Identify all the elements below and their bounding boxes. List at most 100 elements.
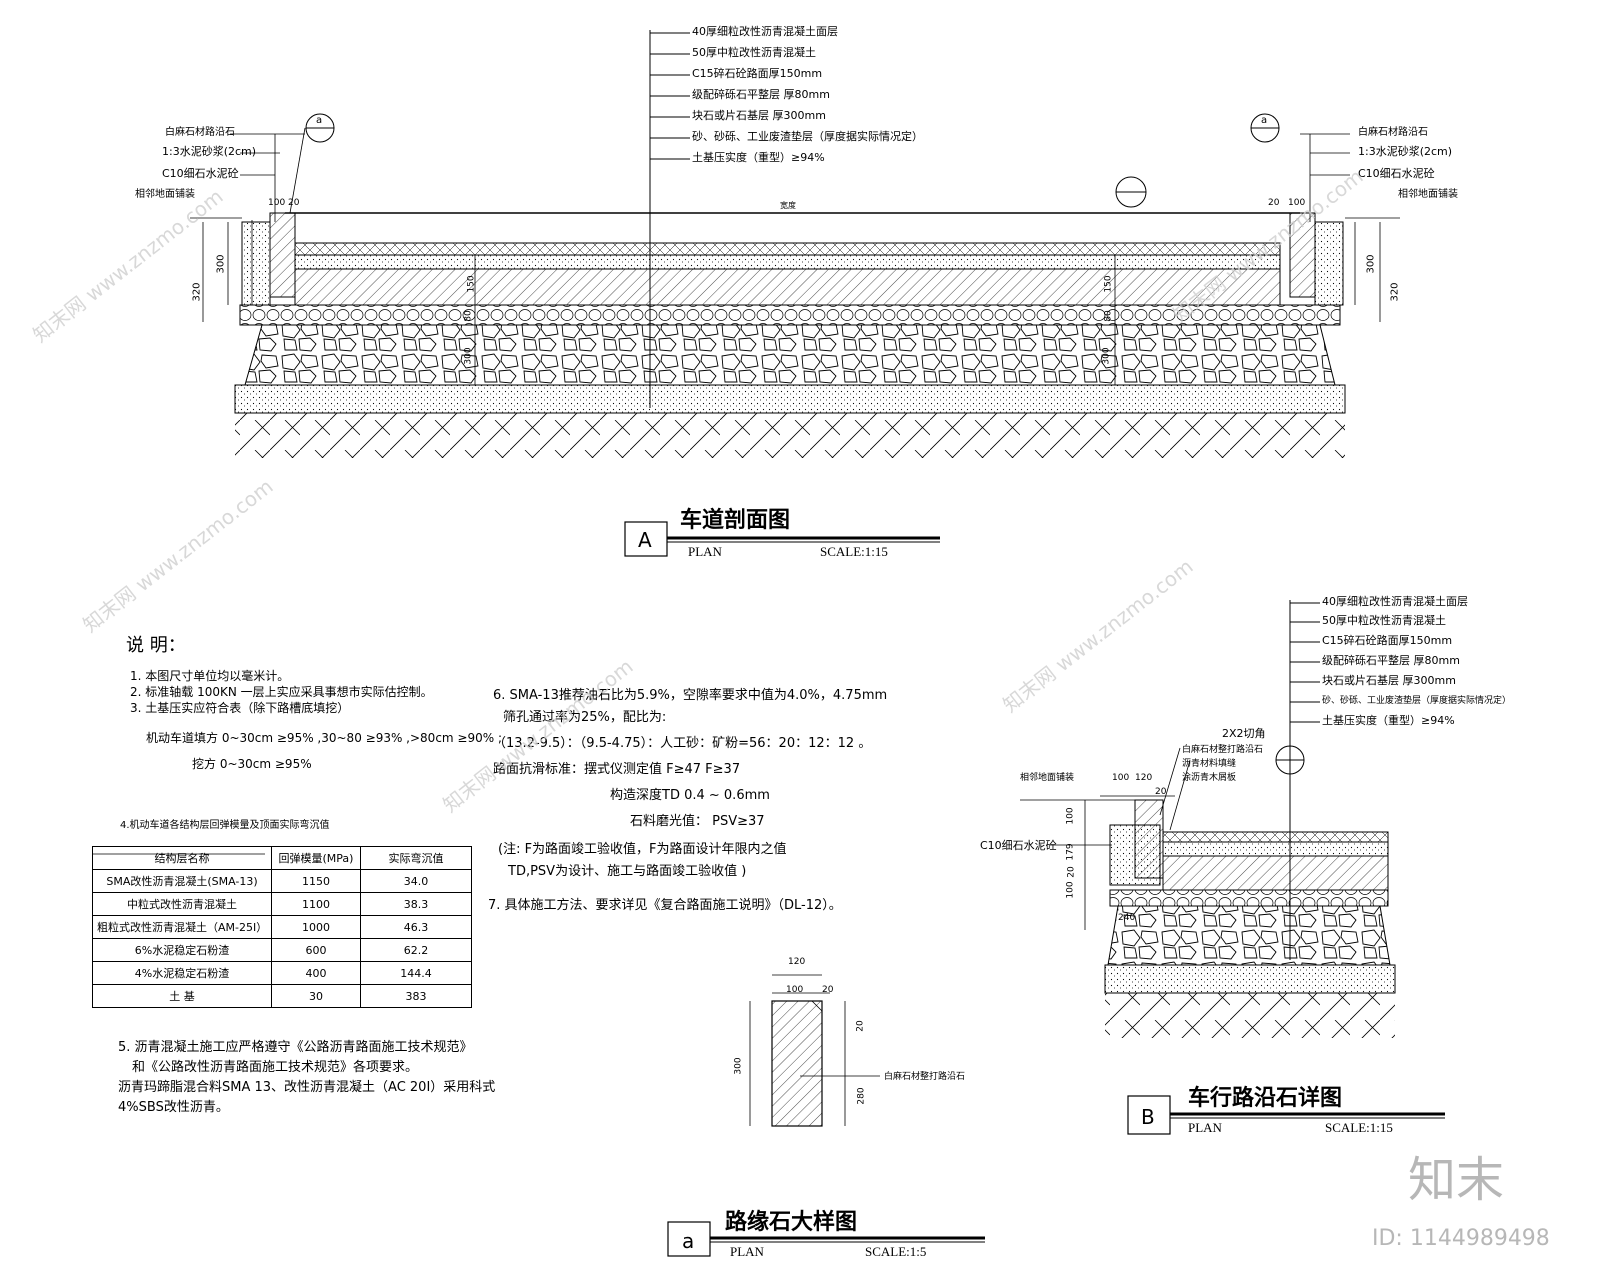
section-a-scale: SCALE:1:15 [820,544,888,559]
note-6-6: 石料磨光值： PSV≥37 [630,814,765,829]
b-layer-1: 40厚细粒改性沥青混凝土面层 [1322,595,1468,608]
layer-c15 [294,268,1281,306]
right-curb-label-2: 1:3水泥砂浆(2cm) [1358,145,1453,158]
detail-a-label: 白麻石材整打路沿石 [884,1072,966,1082]
table-cell: 1100 [271,892,361,916]
detail-a-dim-w1: 100 [786,985,804,995]
detail-a-plan: PLAN [730,1244,764,1259]
detail-a-dim-h: 300 [733,1057,744,1075]
layer-label-1: 40厚细粒改性沥青混凝土面层 [692,25,838,38]
brand-logo: 知末 [1408,1152,1505,1208]
layer-label-6: 砂、砂砾、工业废渣垫层（厚度据实际情况定） [692,130,923,143]
dim-top-left-a: 100 [268,198,286,208]
table-row: 中粒式改性沥青混凝土 1100 38.3 [92,892,472,916]
detail-a-dim-r: 20 [855,1020,866,1032]
note-6-1: 6. SMA-13推荐油石比为5.9%，空隙率要求中值为4.0%，4.75mm [493,688,888,703]
layer-label-7: 土基压实度（重型）≥94% [692,151,825,164]
notes-heading: 说 明： [126,635,186,656]
table-cell: 38.3 [360,892,472,916]
note-3b: 挖方 0~30cm ≥95% [192,757,312,771]
table-cell: 144.4 [360,961,472,985]
dim-mid-150: 150 [466,275,477,293]
table-cell: 34.0 [360,869,472,893]
b-dim-120: 120 [1135,773,1153,783]
b-dim-100b: 100 [1065,881,1076,899]
b-layer-5: 块石或片石基层 厚300mm [1322,674,1456,687]
layer-cushion [234,384,1346,414]
layer-subgrade [235,413,1345,458]
table-row: SMA改性沥青混凝土(SMA-13) 1150 34.0 [92,869,472,893]
left-curb-label-4: 相邻地面铺装 [135,189,195,200]
dim-top-left-b: 20 [288,198,300,208]
detail-a-letter: a [682,1229,695,1253]
dim-mid-r-300: 300 [1101,347,1112,365]
table-cell: 30 [271,984,361,1008]
detail-b-plan: PLAN [1188,1120,1222,1135]
brand-id: ID: 1144989498 [1372,1226,1550,1251]
note-1: 1. 本图尺寸单位均以毫米计。 [130,669,290,683]
dim-top-right-b: 100 [1288,198,1306,208]
detail-b-scale: SCALE:1:15 [1325,1120,1393,1135]
section-a-plan: PLAN [688,544,722,559]
b-dim-20b: 20 [1066,866,1077,878]
note-6-4: 路面抗滑标准：摆式仪测定值 F≥47 F≥37 [493,762,741,777]
detail-a-dim-h2: 280 [856,1087,867,1105]
detail-b-letter-box [1127,1095,1171,1135]
detail-a-dim-w2: 20 [822,985,834,995]
note-5d: 4%SBS改性沥青。 [118,1100,229,1115]
note-6-7: (注: F为路面竣工验收值，F为路面设计年限内之值 [498,842,787,857]
dim-left-320: 320 [191,282,203,302]
detail-a-dim-top: 120 [788,957,806,967]
detail-a-title: 路缘石大样图 [725,1210,858,1235]
note-7: 7. 具体施工方法、要求详见《复合路面施工说明》（DL-12）。 [488,898,842,913]
table-cell: 中粒式改性沥青混凝土 [92,892,272,916]
b-label-joint: 沥青材料填缝 [1182,759,1237,769]
table-row: 土 基 30 383 [92,984,472,1008]
b-label-concrete: C10细石水泥砼 [980,839,1057,852]
left-curb-label-1: 白麻石材路沿石 [165,127,235,138]
note-3: 3. 土基压实应符合表（除下路槽底填挖） [130,701,350,715]
left-curb-stone [269,212,296,298]
table-cell: 46.3 [360,915,472,939]
detail-b-title: 车行路沿石详图 [1188,1086,1343,1111]
b-layer-4: 级配碎砾石平整层 厚80mm [1322,654,1460,667]
table-title: 4.机动车道各结构层回弹模量及顶面实际弯沉值 [120,820,330,831]
dim-right-300: 300 [1365,254,1377,274]
curb-stone-detail [771,1000,823,1127]
right-curb-label-4: 相邻地面铺装 [1398,189,1458,200]
note-2: 2. 标准轴载 100KN 一层上实应采具事想市实际估控制。 [130,685,433,699]
table-cell: 383 [360,984,472,1008]
layer-label-2: 50厚中粒改性沥青混凝土 [692,46,816,59]
dim-mid-80: 80 [463,310,474,322]
left-curb-label-2: 1:3水泥砂浆(2cm) [162,145,257,158]
note-6-2: 筛孔通过率为25%，配比为: [503,710,667,725]
detail-b-curb [1134,799,1164,879]
b-dim-100: 100 [1112,773,1130,783]
dim-mid-r-80: 80 [1103,310,1114,322]
section-a-letter-box [624,521,668,557]
b-layer-7: 土基压实度（重型）≥94% [1322,714,1455,727]
detail-a-letter-box [667,1221,711,1257]
dim-left-300: 300 [215,254,227,274]
table-row: 4%水泥稳定石粉渣 400 144.4 [92,961,472,985]
table-cell: 6%水泥稳定石粉渣 [92,938,272,962]
right-concrete [1314,221,1344,306]
table-cell: 62.2 [360,938,472,962]
layer-label-3: C15碎石砼路面厚150mm [692,67,823,80]
table-cell: 土 基 [92,984,272,1008]
table-header-cell: 结构层名称 [92,846,272,870]
dim-right-320: 320 [1389,282,1401,302]
dim-mid-r-150: 150 [1103,275,1114,293]
b-label-adjacent: 相邻地面铺装 [1020,773,1075,783]
b-label-chamfer: 2X2切角 [1222,727,1266,740]
table-cell: 1000 [271,915,361,939]
b-label-board: 涂沥青木屑板 [1182,773,1237,783]
table-header-row: 结构层名称 回弹模量(MPa) 实际弯沉值 [92,846,472,870]
note-3a: 机动车道填方 0~30cm ≥95% ,30~80 ≥93% ,>80cm ≥9… [146,731,503,745]
b-dim-240: 240 [1118,913,1136,923]
left-curb-label-3: C10细石水泥砼 [162,167,239,180]
dim-mid-300: 300 [463,347,474,365]
table-row: 6%水泥稳定石粉渣 600 62.2 [92,938,472,962]
table-cell: 4%水泥稳定石粉渣 [92,961,272,985]
